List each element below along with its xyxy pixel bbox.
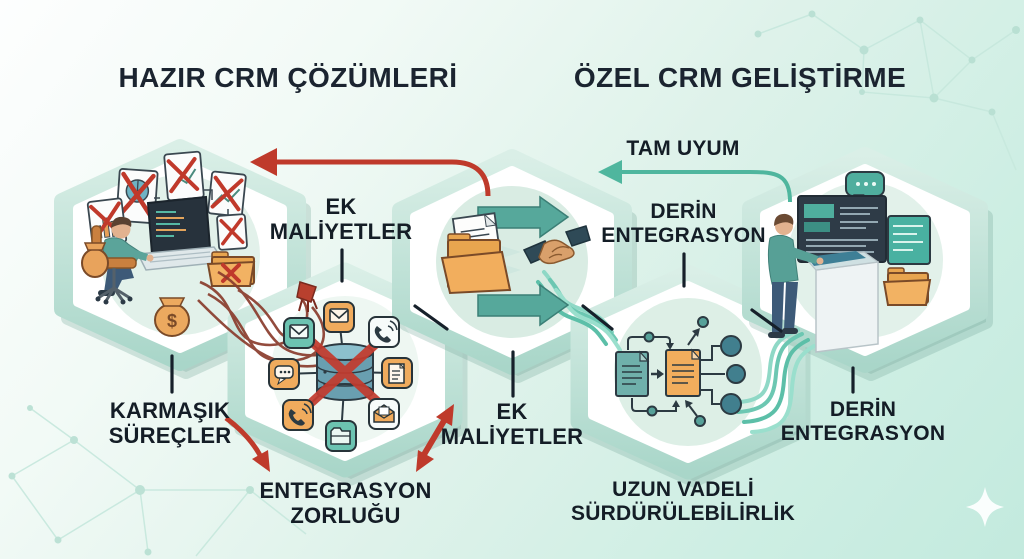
title-ready-crm: HAZIR CRM ÇÖZÜMLERİ	[118, 62, 458, 93]
arrow-up-right-icon	[436, 404, 454, 426]
folder-icon	[882, 267, 932, 306]
terminal-desk-icon	[804, 251, 880, 353]
illustration-integration-difficulty	[268, 301, 413, 452]
laptop-code-icon	[136, 195, 226, 271]
label-deep-integration-top: DERİN ENTEGRASYON	[601, 200, 766, 247]
mail-open-icon	[368, 398, 400, 430]
mail-teal-icon	[283, 317, 315, 349]
rejected-chart-card-icon	[163, 150, 205, 202]
network-pattern-top-right	[754, 10, 1020, 171]
label-extra-costs-bottom: EK MALİYETLER	[440, 399, 584, 449]
folder-document-icon	[440, 212, 512, 295]
negative-flow-arrows	[224, 148, 491, 472]
positive-flow-arrow	[598, 160, 792, 203]
rejected-chart-card-icon	[207, 170, 247, 218]
database-blocked-icon	[307, 337, 383, 407]
arrow-right-icon	[657, 369, 664, 379]
label-deep-integration-right: DERİN ENTEGRASYON	[780, 398, 946, 445]
illustration-complex-processes: $	[81, 150, 256, 337]
rejected-chart-card-icon	[216, 213, 248, 251]
title-custom-crm: ÖZEL CRM GELİŞTİRME	[573, 62, 907, 93]
sparkle-icon	[966, 487, 1004, 527]
chat-icon	[268, 358, 300, 390]
label-sustainability: UZUN VADELİ SÜRDÜRÜLEBİLİRLİK	[571, 478, 795, 525]
source-document-icon	[615, 350, 650, 397]
phone-icon	[368, 316, 400, 348]
dashboard-monitor-icon	[797, 195, 887, 271]
converted-document-icon	[665, 348, 702, 397]
rejected-chart-card-icon	[115, 168, 159, 224]
label-complex-processes: KARMAŞIK SÜREÇLER	[108, 398, 232, 448]
document-icon	[381, 357, 413, 389]
mail-icon	[323, 301, 355, 333]
faint-chevron-icon	[502, 246, 521, 258]
label-integration-difficulty: ENTEGRASYON ZORLUĞU	[259, 478, 432, 528]
data-flow-lines-right	[736, 328, 816, 434]
label-tam-uyum: TAM UYUM	[626, 137, 740, 160]
transfer-arrow-icon	[477, 283, 570, 327]
money-bag-icon	[81, 242, 109, 278]
illustration-document-network	[615, 316, 746, 427]
standing-person	[767, 213, 824, 338]
side-screen-icon	[887, 215, 931, 265]
handshake-icon	[522, 225, 591, 265]
folder-icon	[325, 420, 357, 452]
data-flow-lines-left	[536, 270, 622, 352]
network-node-icon	[627, 316, 746, 427]
illustration-handover	[440, 195, 591, 327]
money-bag-icon: $	[154, 297, 190, 337]
folder-error-icon	[206, 251, 256, 287]
phone-call-icon	[282, 399, 314, 431]
arrow-down-right-icon	[252, 450, 270, 472]
arrow-left-icon	[250, 148, 277, 176]
wire-knot	[296, 281, 318, 312]
money-symbol: $	[167, 311, 177, 331]
network-pattern-bottom-left	[8, 405, 307, 557]
label-connectors	[170, 248, 855, 398]
arrow-down-left-icon	[416, 450, 434, 472]
illustration-custom-dashboard	[767, 171, 932, 353]
arrow-left-icon	[598, 160, 622, 184]
label-extra-costs-top: EK MALİYETLER	[269, 194, 413, 244]
